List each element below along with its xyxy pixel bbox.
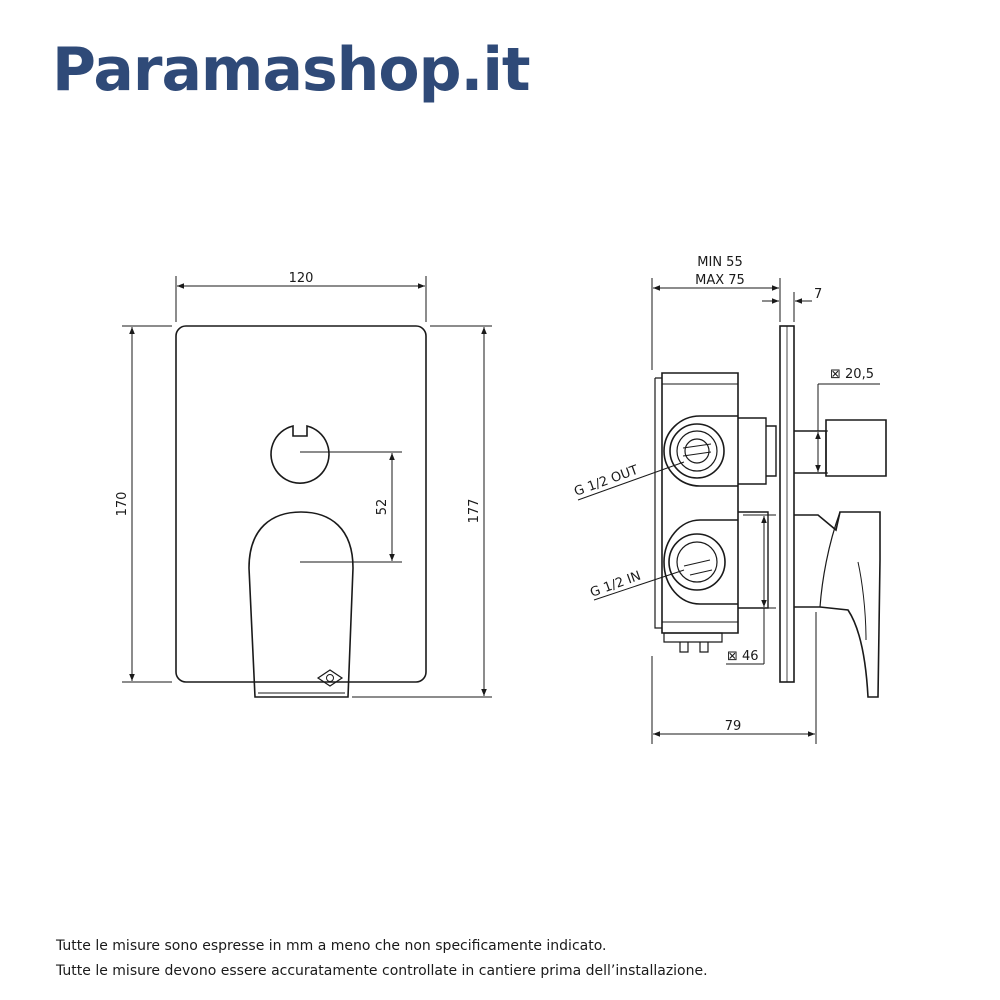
footnotes: Tutte le misure sono espresse in mm a me…: [56, 934, 708, 984]
height-label: 170: [115, 492, 130, 517]
footnote-verify: Tutte le misure devono essere accuratame…: [56, 963, 708, 979]
outlet-port: [669, 423, 725, 479]
front-dimensions: [122, 276, 492, 698]
footnote-units: Tutte le misure sono espresse in mm a me…: [56, 938, 607, 954]
side-dimensions: [577, 278, 880, 744]
valve-body: [661, 372, 739, 634]
inlet-port: [668, 533, 726, 591]
depth-min-label: MIN 55: [697, 255, 742, 270]
body-label: ⊠ 46: [727, 649, 759, 664]
side-view: [654, 325, 887, 698]
plate-thickness-label: 7: [814, 287, 822, 302]
diverter-knob: [270, 424, 330, 484]
width-label: 120: [289, 271, 314, 286]
logo-badge: [316, 669, 344, 687]
cover-plate: [175, 325, 427, 683]
brand-logo: Paramashop.it: [52, 35, 531, 105]
front-view: [175, 325, 427, 698]
lever-handle-side: [794, 511, 881, 698]
overall-height-label: 177: [467, 499, 482, 524]
lever-handle: [248, 511, 354, 698]
diverter-knob-side: [825, 419, 887, 477]
overall-depth-label: 79: [725, 719, 742, 734]
stem-label: ⊠ 20,5: [830, 367, 874, 382]
inlet-label: G 1/2 IN: [588, 569, 643, 601]
spacing-label: 52: [375, 499, 390, 516]
depth-max-label: MAX 75: [695, 273, 745, 288]
